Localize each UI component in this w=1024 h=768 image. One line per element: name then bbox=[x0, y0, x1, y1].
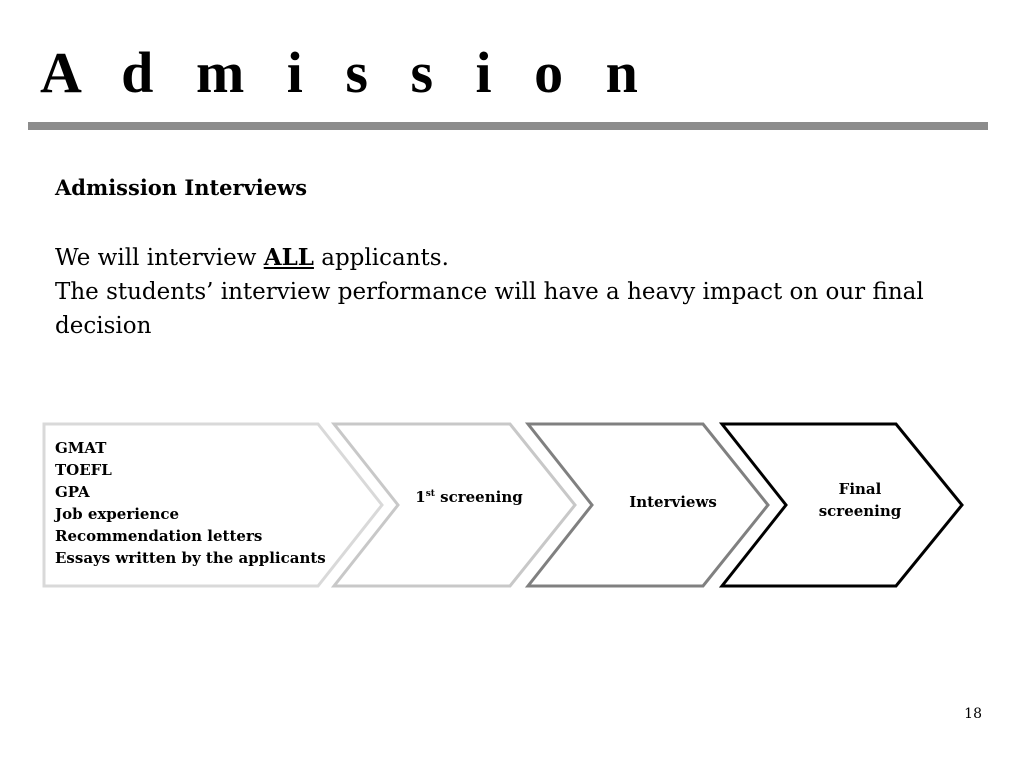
criteria-item: Essays written by the applicants bbox=[55, 549, 326, 567]
criteria-item: TOEFL bbox=[55, 461, 112, 479]
step-interviews-label: Interviews bbox=[629, 493, 717, 511]
criteria-item: Job experience bbox=[55, 505, 180, 523]
step-criteria-list: GMAT TOEFL GPA Job experience Recommenda… bbox=[55, 437, 326, 569]
step-first-screening-ordinal: st bbox=[425, 489, 435, 499]
title-divider bbox=[28, 122, 988, 130]
criteria-item: GPA bbox=[55, 483, 90, 501]
step-final-screening-line-2: screening bbox=[818, 502, 902, 520]
criteria-item: GMAT bbox=[55, 439, 107, 457]
body-line-1-start: We will interview bbox=[55, 245, 264, 271]
step-first-screening-text: screening bbox=[434, 488, 523, 506]
step-final-screening-line-1: Final bbox=[838, 480, 882, 498]
step-final-screening-label: Final screening bbox=[819, 478, 902, 522]
body-line-1: We will interview ALL applicants. bbox=[55, 241, 955, 275]
step-interviews-shape bbox=[524, 422, 770, 588]
criteria-item: Recommendation letters bbox=[55, 527, 263, 545]
step-final-screening-shape bbox=[718, 422, 964, 588]
body-text: We will interview ALL applicants. The st… bbox=[55, 241, 955, 343]
body-line-1-end: applicants. bbox=[313, 245, 449, 271]
step-criteria-shape bbox=[42, 422, 384, 588]
page-title: A d m i s s i o n bbox=[40, 40, 652, 105]
step-first-screening-shape bbox=[330, 422, 577, 588]
body-line-2: The students’ interview performance will… bbox=[55, 279, 924, 339]
step-first-screening-label: 1st screening bbox=[415, 486, 522, 508]
step-first-screening-number: 1 bbox=[415, 488, 426, 506]
body-emphasis: ALL bbox=[263, 244, 314, 271]
section-heading: Admission Interviews bbox=[55, 175, 308, 200]
page-number: 18 bbox=[964, 706, 982, 722]
